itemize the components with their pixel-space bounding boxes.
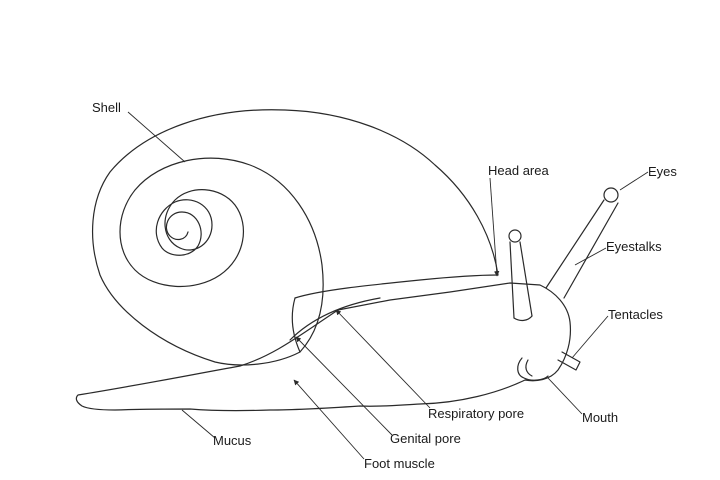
mouth-outline bbox=[517, 357, 549, 381]
lower-tentacle-left bbox=[509, 241, 515, 319]
mantle-edge-upper bbox=[294, 274, 499, 299]
leader-tentacles bbox=[571, 315, 609, 359]
lower-tentacle-right bbox=[519, 241, 533, 317]
shell-outline bbox=[92, 109, 499, 366]
shell-whorl-outer bbox=[119, 157, 324, 353]
label-genital-pore: Genital pore bbox=[390, 431, 461, 446]
leader-genital-pore bbox=[295, 336, 393, 436]
label-head-area: Head area bbox=[488, 163, 549, 178]
leader-shell bbox=[127, 111, 186, 163]
mouth-lip-line bbox=[525, 359, 533, 377]
leader-mucus bbox=[181, 409, 216, 439]
mantle-edge-lower bbox=[289, 297, 381, 341]
lower-tentacle-base bbox=[513, 315, 533, 322]
shell-spiral-center bbox=[155, 199, 213, 256]
leader-eyestalks bbox=[574, 247, 607, 266]
eyestalk-right bbox=[563, 202, 619, 299]
lower-tentacle-tip bbox=[508, 229, 522, 243]
leader-mouth bbox=[547, 377, 583, 415]
eye-ball bbox=[603, 187, 619, 203]
label-eyestalks: Eyestalks bbox=[606, 239, 662, 254]
snail-foot-outline bbox=[75, 282, 572, 412]
label-foot-muscle: Foot muscle bbox=[364, 456, 435, 471]
leader-foot-muscle bbox=[293, 379, 365, 460]
leader-respiratory-pore bbox=[335, 309, 431, 409]
leader-eyes bbox=[619, 171, 649, 191]
eyestalk-left bbox=[545, 199, 605, 289]
front-tentacle bbox=[557, 351, 581, 371]
label-eyes: Eyes bbox=[648, 164, 677, 179]
leader-head-area bbox=[489, 177, 500, 277]
label-mouth: Mouth bbox=[582, 410, 618, 425]
label-mucus: Mucus bbox=[213, 433, 252, 448]
label-shell: Shell bbox=[92, 100, 121, 115]
label-respiratory-pore: Respiratory pore bbox=[428, 406, 524, 421]
label-tentacles: Tentacles bbox=[608, 307, 663, 322]
